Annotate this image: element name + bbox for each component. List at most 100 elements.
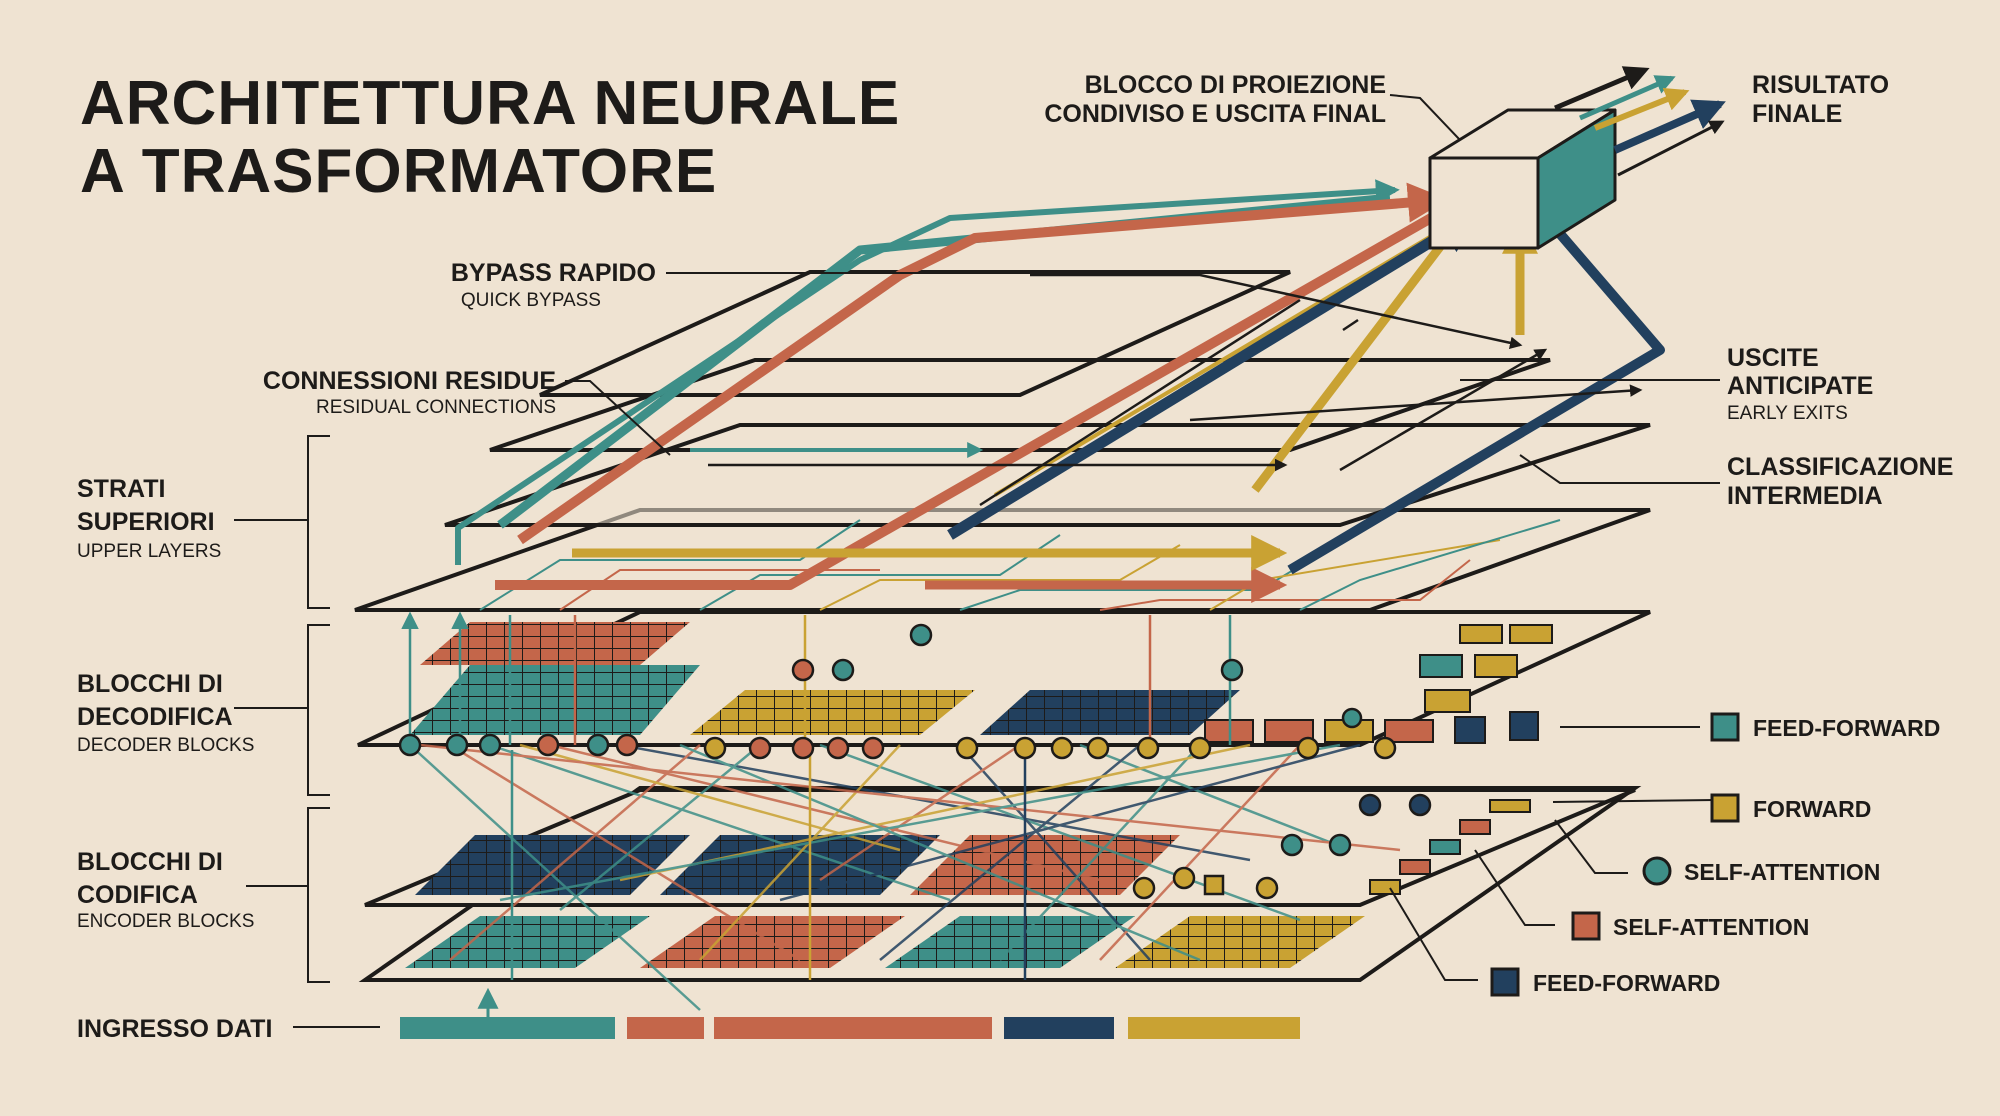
node-gold	[955, 736, 979, 760]
node-gold	[1086, 736, 1110, 760]
main-flows	[455, 179, 1665, 603]
legend-item-forward-gold: FORWARD	[1710, 793, 1871, 823]
label-projection-block: BLOCCO DI PROIEZIONE CONDIVISO E USCITA …	[1044, 71, 1386, 128]
legend-label: FEED-FORWARD	[1533, 970, 1720, 996]
node-orange	[791, 658, 815, 682]
legend-label: SELF-ATTENTION	[1684, 859, 1880, 885]
decoder-block-orange-3	[1384, 719, 1434, 743]
quick-bypass-label: BYPASS RAPIDO	[451, 259, 656, 287]
legend-swatch	[1710, 793, 1740, 823]
label-upper-layers: STRATI SUPERIORI UPPER LAYERS	[77, 475, 221, 562]
label-final-result: RISULTATO FINALE	[1752, 71, 1889, 128]
projection-block-front	[1428, 156, 1540, 250]
label-quick-bypass: BYPASS RAPIDO QUICK BYPASS	[451, 259, 656, 311]
label-residual-connections: CONNESSIONI RESIDUE RESIDUAL CONNECTIONS	[263, 367, 556, 418]
decoder-grid-navy	[980, 690, 1240, 735]
legend-label: FORWARD	[1753, 796, 1871, 822]
legend: FEED-FORWARD FORWARD SELF-ATTENTION SELF…	[1490, 712, 1940, 997]
label-intermediate-classification: CLASSIFICAZIONE INTERMEDIA	[1727, 453, 1953, 510]
node-gold	[1132, 876, 1156, 900]
node-gold	[1013, 736, 1037, 760]
upper-plane-4	[539, 270, 1291, 397]
node-gold	[1136, 736, 1160, 760]
legend-swatch	[1571, 911, 1601, 941]
node-teal	[1280, 833, 1304, 857]
node-teal	[1341, 707, 1363, 729]
decoder-blocks-sublabel: DECODER BLOCKS	[77, 735, 254, 756]
encoder-grid-teal-2	[885, 916, 1135, 968]
node-teal	[586, 733, 610, 757]
early-exits-sublabel: EARLY EXITS	[1727, 403, 1848, 424]
input-bar-gold	[1128, 1017, 1300, 1039]
flow-navy-right	[1287, 224, 1665, 575]
diagram-title: ARCHITETTURA NEURALE A TRASFORMATORE	[80, 69, 900, 206]
upper-layers-label-2: SUPERIORI	[77, 508, 215, 536]
legend-label: FEED-FORWARD	[1753, 715, 1940, 741]
legend-swatch	[1642, 856, 1672, 886]
encoder-block-teal	[1429, 839, 1461, 855]
legend-swatch	[1710, 712, 1740, 742]
legend-item-feed-forward-navy: FEED-FORWARD	[1490, 967, 1720, 997]
input-bar-navy	[1004, 1017, 1114, 1039]
projection-block-side	[1536, 108, 1617, 250]
node-teal	[909, 623, 933, 647]
label-early-exits: USCITE ANTICIPATE EARLY EXITS	[1727, 344, 1873, 424]
input-data-label: INGRESSO DATI	[77, 1015, 272, 1043]
label-decoder-blocks: BLOCCHI DI DECODIFICA DECODER BLOCKS	[77, 670, 254, 756]
node-orange	[826, 736, 850, 760]
encoder-blocks-sublabel: ENCODER BLOCKS	[77, 911, 254, 932]
upper-layers-sublabel: UPPER LAYERS	[77, 541, 221, 562]
decoder-block-gold-2	[1424, 689, 1471, 713]
label-encoder-blocks: BLOCCHI DI CODIFICA ENCODER BLOCKS	[77, 848, 254, 932]
node-teal	[398, 733, 422, 757]
projection-block-label-2: CONDIVISO E USCITA FINAL	[1044, 100, 1386, 128]
upper-wires	[708, 273, 1643, 507]
node-orange	[861, 736, 885, 760]
early-exits-label-2: ANTICIPATE	[1727, 372, 1873, 400]
upper-layer-planes	[354, 270, 1651, 612]
intermediate-classification-label-1: CLASSIFICAZIONE	[1727, 453, 1953, 481]
encoder-block-orange	[1399, 859, 1431, 875]
node-orange	[748, 736, 772, 760]
decoder-block-gold-5	[1509, 624, 1553, 644]
input-bar-orange-2	[714, 1017, 992, 1039]
node-teal	[478, 733, 502, 757]
encoder-block-orange-2	[1459, 819, 1491, 835]
node-gold	[1373, 736, 1397, 760]
node-teal	[831, 658, 855, 682]
flow-gold-upper	[1251, 204, 1473, 493]
upper-layers-label-1: STRATI	[77, 475, 165, 503]
node-orange	[791, 736, 815, 760]
node-gold	[1188, 736, 1212, 760]
node-teal	[1220, 658, 1244, 682]
decoder-block-gold-3	[1474, 654, 1518, 678]
legend-label: SELF-ATTENTION	[1613, 914, 1809, 940]
node-orange	[536, 733, 560, 757]
flow-teal-outer	[455, 179, 1400, 565]
encoder-block-gold	[1369, 879, 1401, 895]
projection-block-label-1: BLOCCO DI PROIEZIONE	[1085, 71, 1386, 99]
flow-orange-residual	[495, 205, 1448, 590]
decoder-block-orange-2	[1264, 719, 1314, 743]
label-leaders	[565, 94, 1720, 981]
flow-orange-bypass	[517, 182, 1448, 545]
node-gold	[1296, 736, 1320, 760]
residual-connections-label: CONNESSIONI RESIDUE	[263, 367, 556, 395]
title-line-1: ARCHITETTURA NEURALE	[80, 69, 900, 138]
final-result-label-1: RISULTATO	[1752, 71, 1889, 99]
decoder-block-teal	[1419, 654, 1463, 678]
input-bar-teal	[400, 1017, 615, 1039]
flow-navy-main	[947, 210, 1483, 540]
node-orange	[615, 733, 639, 757]
decoder-grid-orange	[420, 622, 690, 665]
input-data-bars	[400, 987, 1300, 1039]
node-navy	[1358, 793, 1382, 817]
residual-connections-sublabel: RESIDUAL CONNECTIONS	[316, 397, 556, 418]
encoder-blocks-label-2: CODIFICA	[77, 881, 198, 909]
decoder-blocks-label-1: BLOCCHI DI	[77, 670, 223, 698]
flow-gold-thin	[993, 223, 1452, 497]
legend-swatch	[1490, 967, 1520, 997]
encoder-block-gold-2	[1489, 799, 1531, 813]
node-teal	[1328, 833, 1352, 857]
